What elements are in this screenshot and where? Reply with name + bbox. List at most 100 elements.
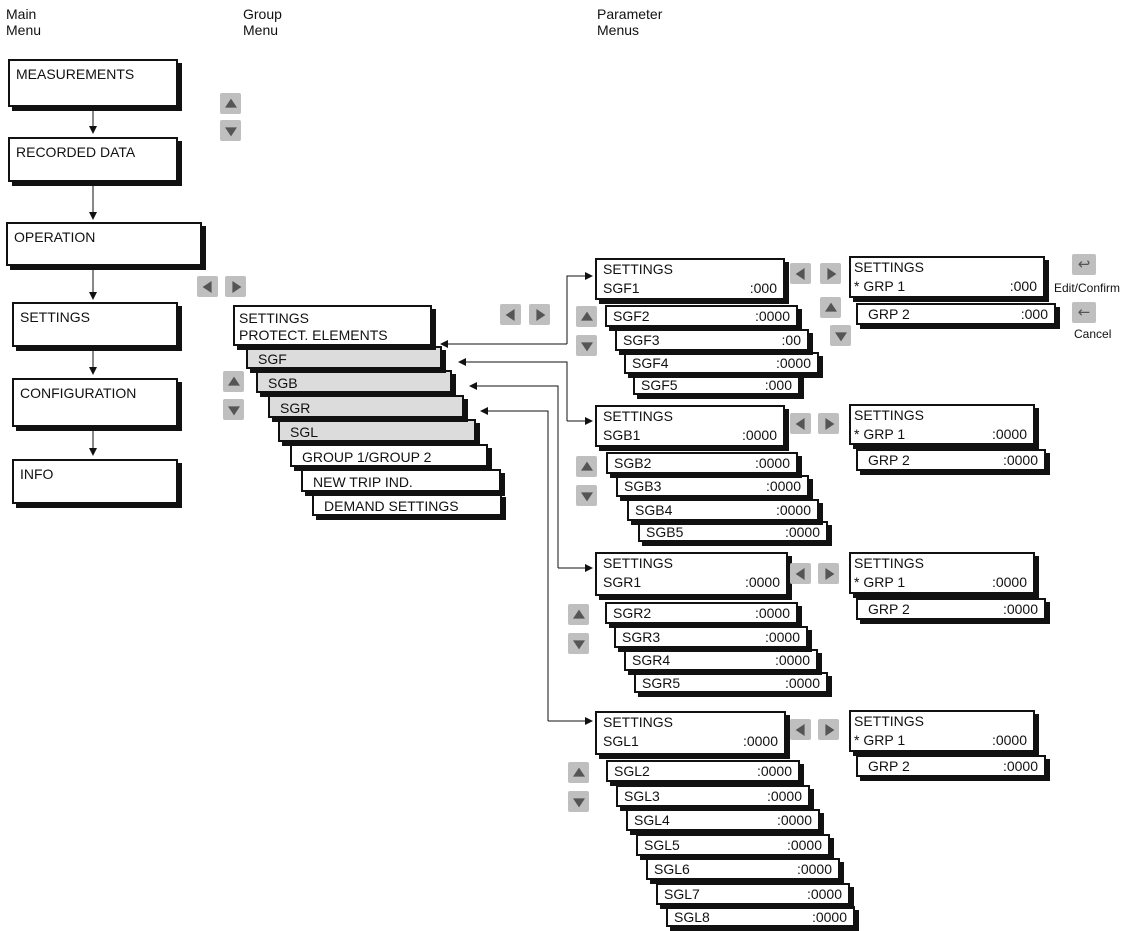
param-row-sgl5[interactable]: SGL5:0000 — [636, 834, 830, 856]
grp2-label: GRP 2 — [868, 452, 910, 468]
group-panel-sgr[interactable]: SETTINGS * GRP 1:0000 — [849, 552, 1035, 594]
left-arrow-icon[interactable] — [790, 413, 811, 434]
main-menu-item-operation[interactable]: OPERATION — [6, 222, 202, 266]
param-label: SGR4 — [632, 652, 671, 668]
enter-icon[interactable]: ↩ — [1072, 254, 1096, 275]
param-box-sgl1[interactable]: SETTINGS SGL1:0000 — [595, 711, 786, 755]
down-arrow-icon[interactable] — [568, 633, 589, 654]
group-item-demand-settings[interactable]: DEMAND SETTINGS — [312, 493, 502, 516]
group-item-group1-group2[interactable]: GROUP 1/GROUP 2 — [290, 444, 488, 467]
param-label: SGL3 — [624, 788, 660, 804]
up-arrow-icon[interactable] — [568, 762, 589, 783]
group-panel-sgb-grp2[interactable]: GRP 2:0000 — [856, 449, 1046, 471]
group-item-sgb[interactable]: SGB — [256, 370, 452, 393]
param-row-sgf4[interactable]: SGF4:0000 — [624, 352, 819, 374]
up-arrow-icon[interactable] — [576, 456, 597, 477]
param-header: SETTINGS — [603, 714, 674, 730]
grp1-value: :0000 — [991, 426, 1027, 442]
up-arrow-icon[interactable] — [223, 371, 244, 392]
right-arrow-icon[interactable] — [818, 563, 839, 584]
param-box-sgf1[interactable]: SETTINGS SGF1:000 — [595, 258, 785, 300]
param-row-sgr2[interactable]: SGR2 :0000 — [605, 602, 798, 624]
param-row-sgl8[interactable]: SGL8:0000 — [666, 906, 855, 927]
param-label: SGL1 — [603, 733, 639, 749]
group-item-sgr[interactable]: SGR — [268, 395, 464, 418]
group-item-label: SGL — [290, 424, 319, 440]
down-arrow-icon[interactable] — [576, 485, 597, 506]
right-arrow-icon[interactable] — [820, 263, 841, 284]
param-row-sgf2[interactable]: SGF2:0000 — [605, 305, 798, 327]
group-item-label: SGB — [268, 375, 298, 391]
right-arrow-icon[interactable] — [818, 719, 839, 740]
down-arrow-icon[interactable] — [576, 335, 597, 356]
left-arrow-icon[interactable] — [790, 719, 811, 740]
down-arrow-icon[interactable] — [568, 791, 589, 812]
param-value: :0000 — [776, 812, 812, 828]
param-value: :0000 — [744, 574, 780, 590]
group-panel-sgr-grp2[interactable]: GRP 2:0000 — [856, 598, 1046, 620]
group-menu-subtitle: PROTECT. ELEMENTS — [239, 327, 388, 343]
grp1-label: * GRP 1 — [854, 574, 906, 590]
group-item-sgl[interactable]: SGL — [278, 419, 476, 442]
group-item-label: SGR — [280, 400, 311, 416]
left-arrow-icon[interactable] — [500, 304, 521, 325]
param-row-sgf5[interactable]: SGF5:000 — [633, 374, 800, 395]
main-menu-item-settings[interactable]: SETTINGS — [12, 302, 178, 347]
param-value: :0000 — [774, 652, 810, 668]
up-arrow-icon[interactable] — [820, 297, 841, 318]
param-label: SGR2 — [613, 605, 652, 621]
param-label: SGF4 — [632, 355, 669, 371]
right-arrow-icon[interactable] — [818, 413, 839, 434]
param-value: :0000 — [754, 605, 790, 621]
main-menu-item-measurements[interactable]: MEASUREMENTS — [8, 59, 178, 107]
group-panel-header: SETTINGS — [854, 713, 925, 729]
param-row-sgb3[interactable]: SGB3:0000 — [616, 475, 809, 497]
main-menu-item-info[interactable]: INFO — [12, 459, 178, 504]
param-row-sgb4[interactable]: SGB4:0000 — [627, 499, 819, 521]
group-panel-header: SETTINGS — [854, 259, 925, 275]
param-box-sgb1[interactable]: SETTINGS SGB1:0000 — [595, 405, 785, 447]
param-value: :0000 — [806, 886, 842, 902]
main-menu-item-recorded-data[interactable]: RECORDED DATA — [8, 137, 178, 182]
param-row-sgb5[interactable]: SGB5:0000 — [638, 521, 828, 542]
left-arrow-icon[interactable] — [197, 276, 218, 297]
cancel-label: Cancel — [1074, 327, 1112, 341]
group-item-new-trip-ind[interactable]: NEW TRIP IND. — [301, 469, 501, 492]
right-arrow-icon[interactable] — [225, 276, 246, 297]
group-menu-header: Group Menu — [243, 6, 282, 38]
group-item-label: NEW TRIP IND. — [313, 474, 413, 490]
group-menu-title-box[interactable]: SETTINGS PROTECT. ELEMENTS — [233, 305, 432, 346]
up-arrow-icon[interactable] — [568, 604, 589, 625]
param-row-sgl3[interactable]: SGL3:0000 — [616, 785, 810, 807]
main-menu-item-configuration[interactable]: CONFIGURATION — [12, 378, 178, 427]
param-row-sgl2[interactable]: SGL2:0000 — [606, 760, 800, 782]
param-row-sgl7[interactable]: SGL7:0000 — [656, 883, 850, 905]
group-panel-sgl-grp2[interactable]: GRP 2:0000 — [856, 755, 1046, 777]
param-row-sgf3[interactable]: SGF3:00 — [615, 329, 809, 351]
down-arrow-icon[interactable] — [830, 325, 851, 346]
down-arrow-icon[interactable] — [223, 399, 244, 420]
param-box-sgr1[interactable]: SETTINGS SGR1:0000 — [595, 552, 788, 596]
group-panel-sgb[interactable]: SETTINGS * GRP 1:0000 — [849, 404, 1035, 445]
left-arrow-icon[interactable] — [790, 563, 811, 584]
group-panel-sgl[interactable]: SETTINGS * GRP 1:0000 — [849, 710, 1035, 752]
param-label: SGF5 — [641, 377, 678, 393]
group-item-sgf[interactable]: SGF — [246, 346, 442, 369]
group-panel-sgf[interactable]: SETTINGS * GRP 1:000 — [849, 256, 1045, 298]
back-icon[interactable]: ← — [1072, 302, 1096, 323]
group-panel-sgf-grp2[interactable]: GRP 2:000 — [856, 303, 1056, 325]
param-row-sgb2[interactable]: SGB2:0000 — [606, 452, 798, 474]
param-row-sgr5[interactable]: SGR5:0000 — [634, 672, 828, 693]
param-label: SGB4 — [635, 502, 673, 518]
param-row-sgl4[interactable]: SGL4:0000 — [626, 809, 820, 831]
right-arrow-icon[interactable] — [529, 304, 550, 325]
param-row-sgl6[interactable]: SGL6:0000 — [646, 858, 840, 880]
down-arrow-icon[interactable] — [220, 120, 241, 141]
param-row-sgr4[interactable]: SGR4 :0000 — [624, 649, 818, 671]
left-arrow-icon[interactable] — [790, 263, 811, 284]
up-arrow-icon[interactable] — [220, 93, 241, 114]
param-value: :0000 — [754, 308, 790, 324]
up-arrow-icon[interactable] — [576, 306, 597, 327]
param-row-sgr3[interactable]: SGR3:0000 — [614, 626, 808, 648]
